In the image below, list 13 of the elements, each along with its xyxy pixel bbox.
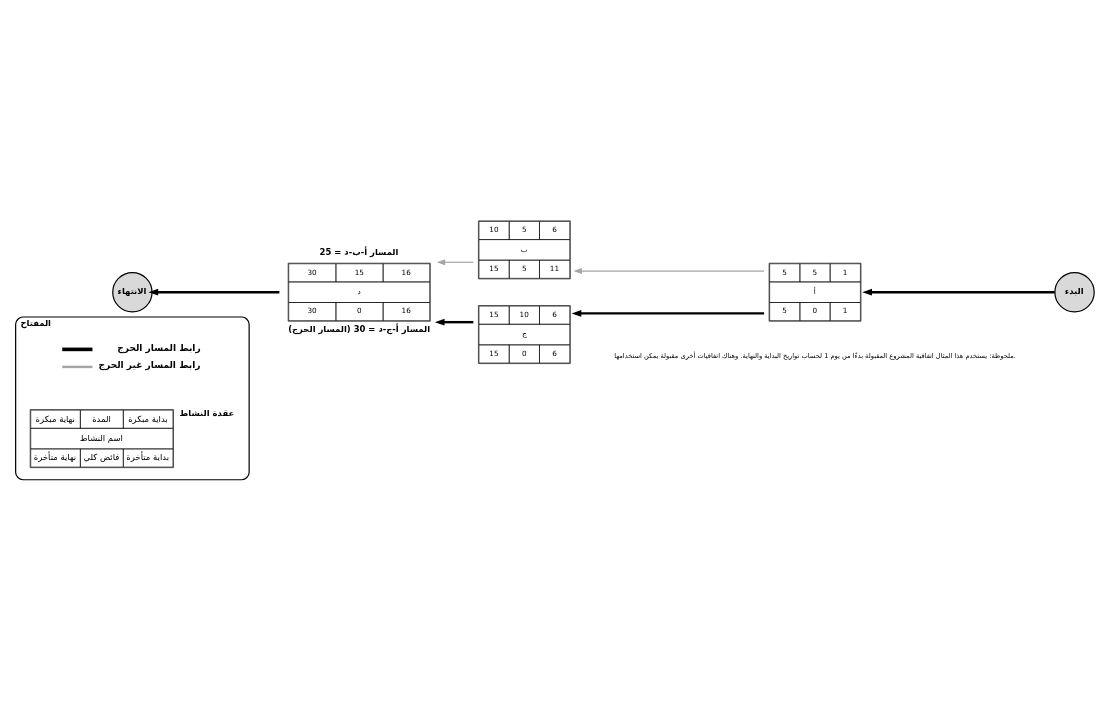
arrow bbox=[434, 318, 474, 326]
arrow bbox=[573, 267, 765, 274]
arrow bbox=[436, 258, 474, 265]
arrow bbox=[571, 309, 765, 317]
node-label: المسار أ-ب-د = 25 bbox=[319, 246, 399, 257]
node-label: المسار أ-ج-د = 30 (المسار الحرج) bbox=[288, 323, 431, 334]
node-circle: الانتهاء bbox=[112, 271, 153, 312]
node-circle: البدء bbox=[1054, 271, 1095, 312]
node-label: عقدة النشاط bbox=[179, 407, 235, 418]
legend-label: رابط المسار الحرج bbox=[117, 342, 201, 353]
legend-label: رابط المسار غير الحرج bbox=[98, 359, 201, 370]
arrow bbox=[862, 288, 1055, 296]
arrow bbox=[148, 288, 280, 296]
